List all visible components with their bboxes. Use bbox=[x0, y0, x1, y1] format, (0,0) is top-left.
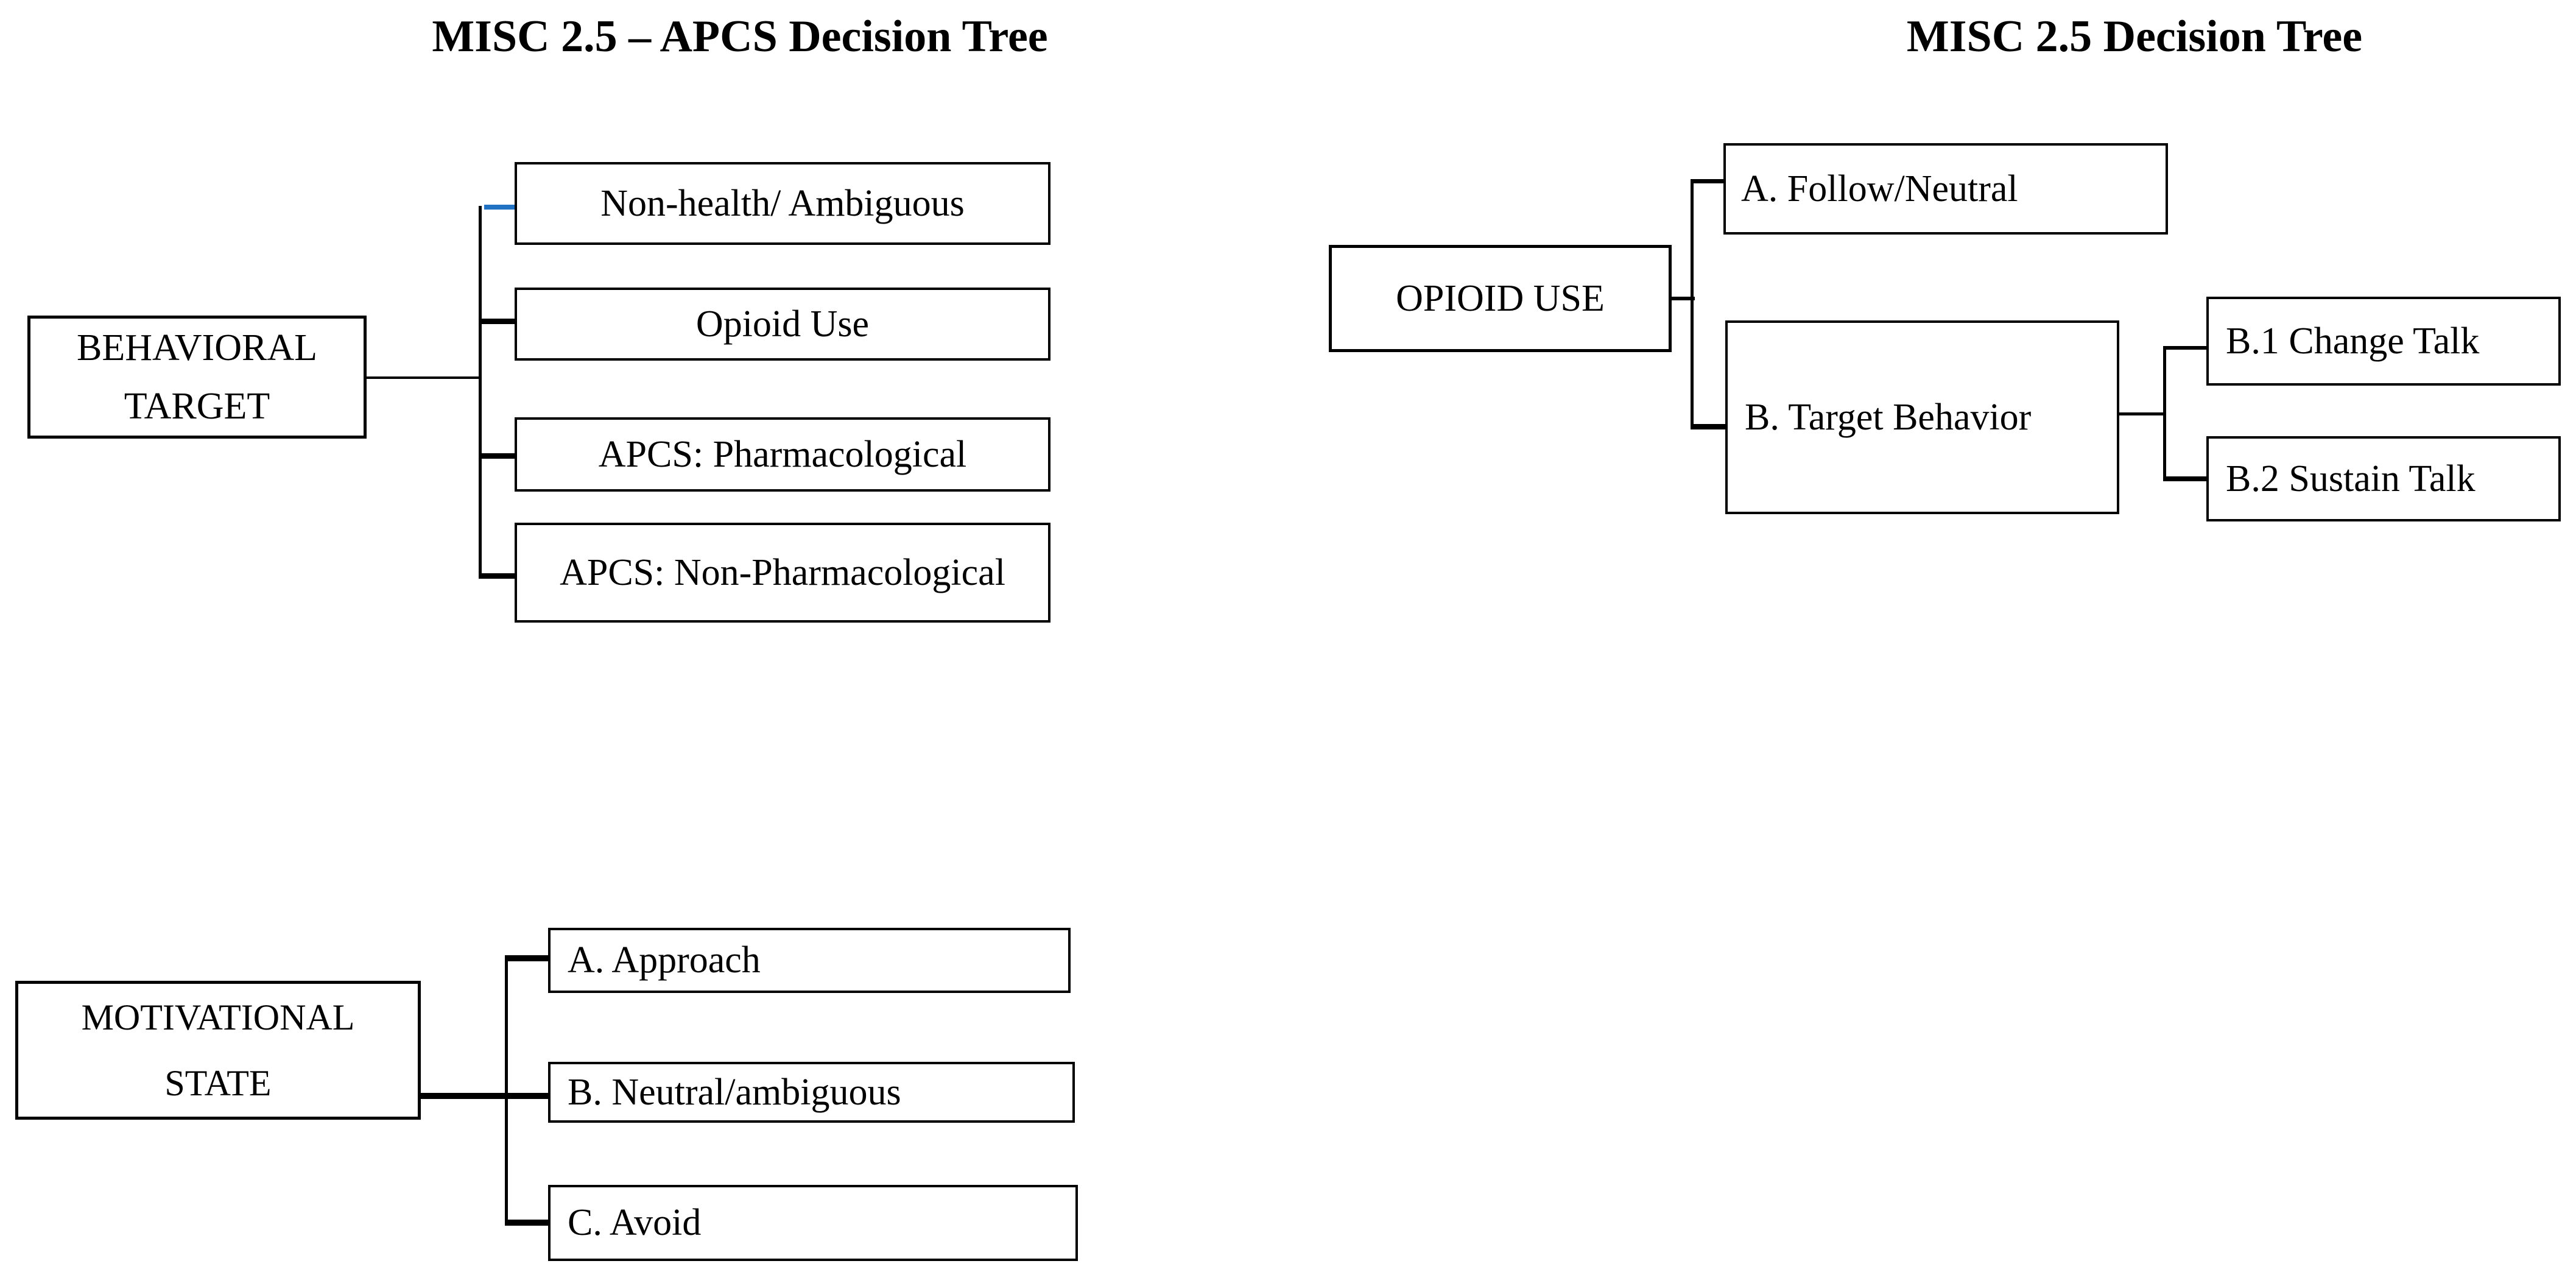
behavioral-target-connector-line bbox=[367, 376, 479, 379]
behavioral-target-line2: TARGET bbox=[124, 386, 270, 427]
talk-spine-line bbox=[2163, 346, 2166, 481]
target-behavior-node: B. Target Behavior bbox=[1725, 320, 2119, 514]
apcs-spine-line bbox=[479, 206, 482, 579]
change-talk-stub-line bbox=[2163, 346, 2206, 350]
opioid-use-category-node: Opioid Use bbox=[515, 288, 1050, 361]
opioid-use-category-label: Opioid Use bbox=[695, 303, 870, 345]
motivational-state-node: MOTIVATIONAL STATE bbox=[15, 981, 421, 1120]
approach-label: A. Approach bbox=[568, 939, 761, 981]
follow-neutral-node: A. Follow/Neutral bbox=[1723, 143, 2168, 235]
non-health-ambiguous-label: Non-health/ Ambiguous bbox=[600, 182, 965, 224]
apcs-pharmacological-label: APCS: Pharmacological bbox=[598, 433, 967, 475]
motivational-state-line1: MOTIVATIONAL bbox=[81, 997, 355, 1037]
avoid-label: C. Avoid bbox=[568, 1202, 702, 1243]
avoid-stub-line bbox=[505, 1220, 548, 1226]
change-talk-label: B.1 Change Talk bbox=[2226, 320, 2480, 362]
change-talk-node: B.1 Change Talk bbox=[2206, 297, 2561, 386]
avoid-node: C. Avoid bbox=[548, 1185, 1078, 1261]
opioid-use-root-label: OPIOID USE bbox=[1396, 277, 1605, 319]
misc-spine-line bbox=[1691, 179, 1694, 429]
behavioral-target-node: BEHAVIORAL TARGET bbox=[27, 316, 367, 439]
misc-tree-title: MISC 2.5 Decision Tree bbox=[1906, 12, 2363, 62]
non-health-ambiguous-node: Non-health/ Ambiguous bbox=[515, 162, 1050, 245]
sustain-talk-stub-line bbox=[2163, 476, 2206, 481]
opioid-use-stub-line bbox=[479, 319, 515, 324]
target-behavior-stub-line bbox=[1691, 424, 1725, 429]
opioid-root-connector-line bbox=[1672, 297, 1695, 300]
target-behavior-connector-line bbox=[2119, 412, 2166, 415]
apcs-non-pharmacological-node: APCS: Non-Pharmacological bbox=[515, 523, 1050, 623]
approach-node: A. Approach bbox=[548, 928, 1071, 993]
apcs-pharmacological-node: APCS: Pharmacological bbox=[515, 417, 1050, 492]
behavioral-target-line1: BEHAVIORAL bbox=[77, 327, 317, 369]
approach-stub-line bbox=[505, 955, 548, 961]
sustain-talk-label: B.2 Sustain Talk bbox=[2226, 458, 2476, 500]
motivational-state-line2: STATE bbox=[164, 1063, 272, 1103]
apcs-non-pharmacological-stub-line bbox=[479, 573, 515, 579]
apcs-tree-title: MISC 2.5 – APCS Decision Tree bbox=[432, 12, 1048, 62]
motivational-spine-line bbox=[505, 955, 508, 1226]
opioid-use-root-node: OPIOID USE bbox=[1329, 245, 1672, 352]
sustain-talk-node: B.2 Sustain Talk bbox=[2206, 436, 2561, 521]
apcs-non-pharmacological-label: APCS: Non-Pharmacological bbox=[560, 551, 1005, 593]
apcs-pharmacological-stub-line bbox=[479, 453, 515, 459]
follow-neutral-stub-line bbox=[1691, 179, 1723, 183]
neutral-ambiguous-label: B. Neutral/ambiguous bbox=[568, 1071, 901, 1113]
neutral-ambiguous-node: B. Neutral/ambiguous bbox=[548, 1062, 1075, 1123]
motivational-state-connector-line bbox=[421, 1093, 548, 1099]
target-behavior-label: B. Target Behavior bbox=[1745, 396, 2032, 438]
follow-neutral-label: A. Follow/Neutral bbox=[1741, 168, 2018, 210]
highlighted-connector-line bbox=[484, 205, 522, 210]
